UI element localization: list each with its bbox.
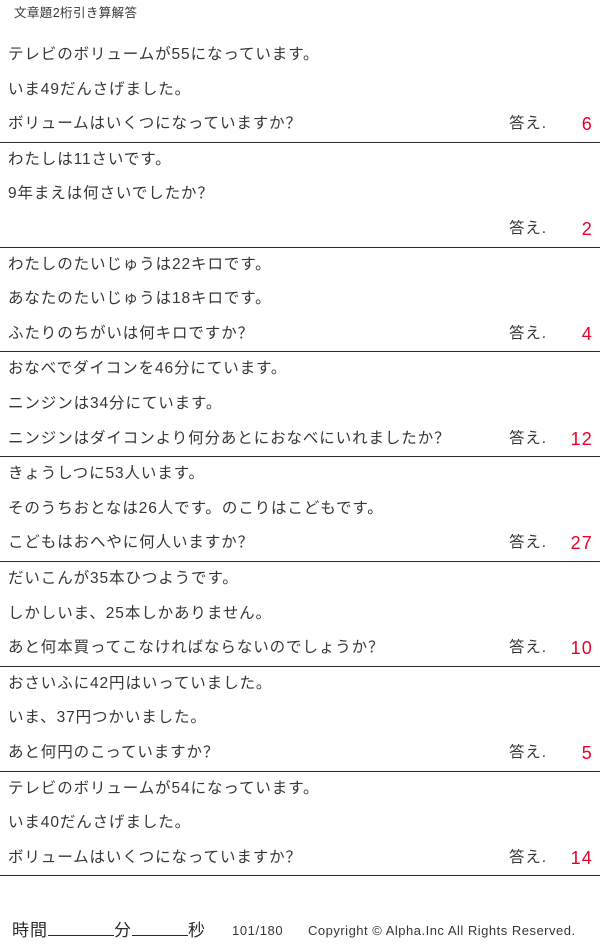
seconds-unit: 秒 xyxy=(188,921,206,940)
problem-statement: おなべでダイコンを46分にています。ニンジンは34分にています。ニンジンはダイコ… xyxy=(8,352,454,456)
problem-statement: おさいふに42円はいっていました。いま、37円つかいました。あと何円のこっていま… xyxy=(8,667,454,771)
problem-list: テレビのボリュームが55になっています。いま49だんさげました。ボリュームはいく… xyxy=(0,38,600,877)
answer-group: 答え. 10 xyxy=(509,631,593,666)
problem-text-line: 9年まえは何さいでしたか？ xyxy=(8,185,214,203)
answer-label: 答え. xyxy=(508,429,547,447)
answer-value[interactable]: 14 xyxy=(570,847,593,868)
answer-value[interactable]: 27 xyxy=(570,533,593,554)
problem-text-line: いま、37円つかいました。 xyxy=(8,709,207,727)
problem-statement: わたしのたいじゅうは22キロです。あなたのたいじゅうは18キロです。ふたりのちが… xyxy=(8,248,454,352)
problem-block: わたしは11さいです。 9年まえは何さいでしたか？ 答え. 2 xyxy=(0,143,600,248)
problem-block: きょうしつに53人います。そのうちおとなは26人です。のこりはこどもです。こども… xyxy=(0,457,600,562)
problem-text-line: テレビのボリュームが55になっています。 xyxy=(8,46,320,63)
problem-block: おさいふに42円はいっていました。いま、37円つかいました。あと何円のこっていま… xyxy=(0,667,600,772)
time-record-field: 時間 分 秒 xyxy=(12,916,206,941)
answer-group: 答え. 5 xyxy=(509,736,593,771)
answer-label: 答え. xyxy=(508,115,547,133)
problem-text-line: ボリュームはいくつになっていますか？ xyxy=(8,848,302,866)
problem-statement: きょうしつに53人います。そのうちおとなは26人です。のこりはこどもです。こども… xyxy=(8,457,454,561)
problem-block: だいこんが35本ひつようです。しかしいま、25本しかありません。あと何本買ってこ… xyxy=(0,562,600,667)
problem-text-line: あと何円のこっていますか？ xyxy=(8,743,220,761)
answer-label: 答え. xyxy=(508,743,547,761)
seconds-blank[interactable] xyxy=(132,935,188,936)
answer-label: 答え. xyxy=(508,220,547,237)
answer-group: 答え. 12 xyxy=(509,422,593,457)
answer-label: 答え. xyxy=(508,848,547,866)
answer-label: 答え. xyxy=(508,639,547,657)
problem-block: テレビのボリュームが55になっています。いま49だんさげました。ボリュームはいく… xyxy=(0,38,600,143)
answer-group: 答え. 14 xyxy=(509,841,593,876)
page-number: 101/180 xyxy=(232,923,284,938)
answer-group: 答え. 27 xyxy=(509,526,593,561)
problem-statement: テレビのボリュームが55になっています。いま49だんさげました。ボリュームはいく… xyxy=(8,38,454,142)
answer-value[interactable]: 2 xyxy=(581,219,593,239)
answer-value[interactable]: 10 xyxy=(570,638,593,659)
problem-text-line: わたしは11さいです。 xyxy=(8,150,172,168)
answer-value[interactable]: 4 xyxy=(581,323,593,344)
footer: 時間 分 秒 101/180 Copyright © Alpha.Inc All R… xyxy=(0,909,600,943)
problem-text-line: ボリュームはいくつになっていますか？ xyxy=(8,115,302,133)
problem-text-line: そのうちおとなは26人です。のこりはこどもです。 xyxy=(8,499,384,517)
problem-text-line: だいこんが35本ひつようです。 xyxy=(8,569,239,587)
problem-text-line: ニンジンはダイコンより何分あとにおなべにいれましたか？ xyxy=(8,429,451,447)
answer-label: 答え. xyxy=(508,534,547,552)
answer-group: 答え. 6 xyxy=(509,107,593,142)
problem-text-line: いま40だんさげました。 xyxy=(8,814,192,832)
problem-text-line: ふたりのちがいは何キロですか？ xyxy=(8,324,255,342)
problem-statement: わたしは11さいです。 9年まえは何さいでしたか？ xyxy=(8,143,454,247)
problem-text-line: いま49だんさげました。 xyxy=(8,80,192,98)
copyright-notice: Copyright © Alpha.Inc All Rights Reserve… xyxy=(308,923,576,938)
problem-text-line: テレビのボリュームが54になっています。 xyxy=(8,779,320,797)
problem-block: おなべでダイコンを46分にています。ニンジンは34分にています。ニンジンはダイコ… xyxy=(0,352,600,458)
problem-statement: テレビのボリュームが54になっています。いま40だんさげました。ボリュームはいく… xyxy=(8,772,454,876)
problem-text-line: おなべでダイコンを46分にています。 xyxy=(8,360,288,378)
problem-text-line: あなたのたいじゅうは18キロです。 xyxy=(8,290,272,308)
problem-text-line: わたしのたいじゅうは22キロです。 xyxy=(8,255,272,273)
page-title: 文章題2桁引き算解答 xyxy=(14,6,138,20)
problem-text-line: きょうしつに53人います。 xyxy=(8,465,205,483)
answer-group: 答え. 2 xyxy=(509,212,593,247)
problem-text-line: こどもはおへやに何人いますか？ xyxy=(8,534,255,552)
problem-text-line: ニンジンは34分にています。 xyxy=(8,394,223,412)
minutes-blank[interactable] xyxy=(48,935,114,936)
answer-value[interactable]: 5 xyxy=(581,742,593,763)
time-label: 時間 xyxy=(12,921,48,940)
problem-text-line: あと何本買ってこなければならないのでしょうか？ xyxy=(8,639,385,657)
answer-value[interactable]: 12 xyxy=(570,428,593,449)
minutes-unit: 分 xyxy=(114,921,132,940)
problem-text-line: しかしいま、25本しかありません。 xyxy=(8,604,272,622)
answer-label: 答え. xyxy=(508,324,547,342)
problem-text-line: おさいふに42円はいっていました。 xyxy=(8,674,273,692)
problem-block: テレビのボリュームが54になっています。いま40だんさげました。ボリュームはいく… xyxy=(0,772,600,877)
answer-value[interactable]: 6 xyxy=(581,114,593,135)
problem-block: わたしのたいじゅうは22キロです。あなたのたいじゅうは18キロです。ふたりのちが… xyxy=(0,248,600,353)
answer-group: 答え. 4 xyxy=(509,317,593,352)
problem-statement: だいこんが35本ひつようです。しかしいま、25本しかありません。あと何本買ってこ… xyxy=(8,562,454,666)
